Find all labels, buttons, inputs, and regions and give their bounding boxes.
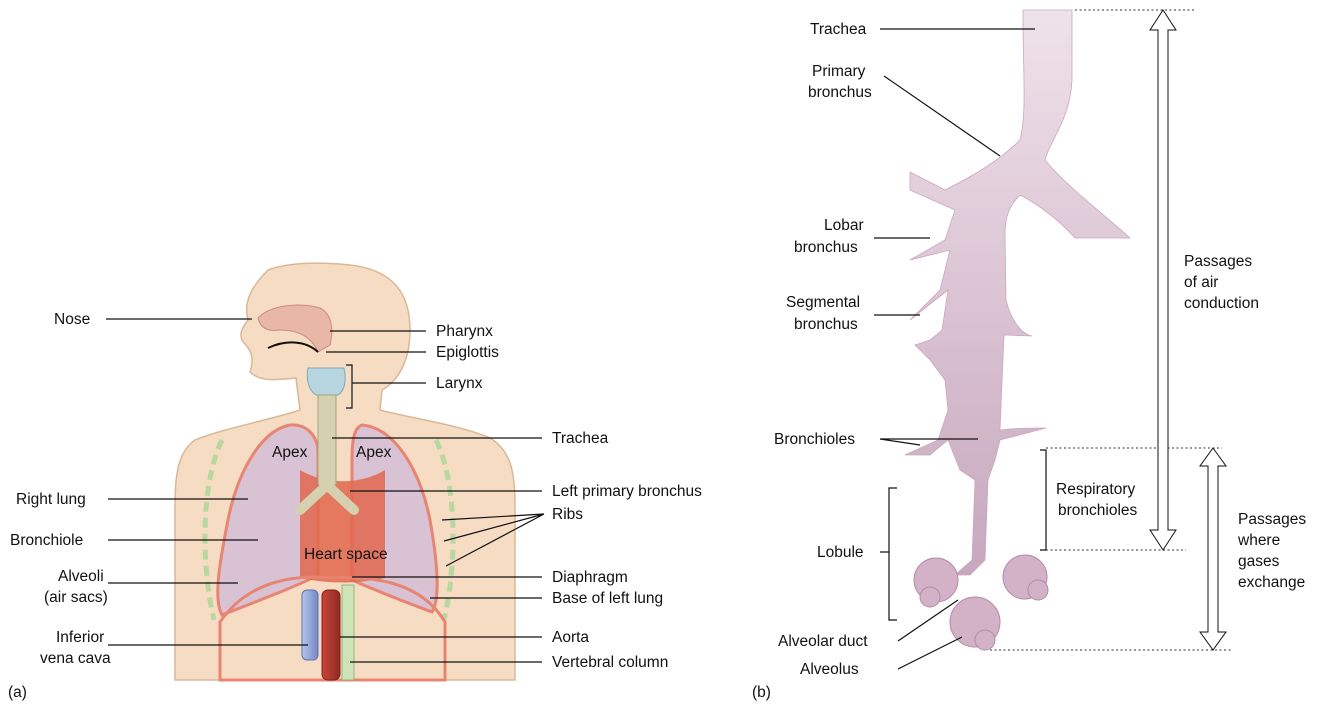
panel-a: Apex Apex Heart space Nose Right lung Br… [8,263,702,701]
heart-space-shape [300,470,385,583]
conduction-double-arrow [1150,10,1176,550]
exchange-label-1: Passages [1238,511,1306,528]
exchange-label-4: exchange [1238,574,1305,591]
left-primary-bronchus-label: Left primary bronchus [552,483,702,500]
exchange-double-arrow [1200,448,1226,650]
primary-bronchus-label-2: bronchus [808,84,872,101]
trachea-shape [318,395,336,485]
vertebral-column-shape [342,585,354,680]
right-lung-label: Right lung [16,491,86,508]
diaphragm-label: Diaphragm [552,569,628,586]
conduction-label-3: conduction [1184,295,1259,312]
panel-b: Trachea Primary bronchus Lobar bronchus … [752,10,1306,701]
panel-b-marker: (b) [752,684,771,701]
ivc-label-1: Inferior [56,629,104,646]
alveolus-label: Alveolus [800,661,859,678]
ivc-label-2: vena cava [40,650,111,667]
lobar-bronchus-label-1: Lobar [824,217,864,234]
lobule-bracket [880,488,897,620]
trachea-label-a: Trachea [552,430,609,447]
conduction-label-2: of air [1184,274,1218,291]
nose-label: Nose [54,311,90,328]
exchange-label-3: gases [1238,553,1280,570]
exchange-label-2: where [1237,532,1280,549]
alveoli-label-2: (air sacs) [44,589,108,606]
aorta-label: Aorta [552,629,589,646]
alveolar-cluster [914,555,1048,650]
lobule-label: Lobule [817,544,864,561]
conduction-label-1: Passages [1184,253,1252,270]
alveolar-duct-label: Alveolar duct [778,633,868,650]
alveoli-label-1: Alveoli [58,568,104,585]
larynx-shape [307,368,345,395]
epiglottis-label: Epiglottis [436,344,499,361]
respiratory-bronchioles-bracket [1040,450,1046,550]
primary-bronchus-leader [884,76,1000,156]
ivc-shape [302,590,318,660]
bronchiole-label: Bronchiole [10,532,83,549]
segmental-bronchus-label-2: bronchus [794,316,858,333]
lobar-bronchus-label-2: bronchus [794,239,858,256]
respiratory-bronchioles-label-2: bronchioles [1058,502,1138,519]
aorta-shape [322,590,340,680]
bronchioles-label: Bronchioles [774,431,855,448]
primary-bronchus-label-1: Primary [812,63,866,80]
apex-right-label: Apex [272,444,308,461]
pharynx-label: Pharynx [436,323,493,340]
trachea-label-b: Trachea [810,21,867,38]
vertebral-column-label: Vertebral column [552,654,668,671]
ribs-label: Ribs [552,506,583,523]
alveolus-leader [898,637,962,669]
heart-space-label: Heart space [304,546,388,563]
panel-a-marker: (a) [8,684,27,701]
segmental-bronchus-label-1: Segmental [786,294,860,311]
base-left-lung-label: Base of left lung [552,590,663,607]
respiratory-bronchioles-label-1: Respiratory [1056,481,1135,498]
apex-left-label: Apex [356,444,392,461]
larynx-label: Larynx [436,375,483,392]
